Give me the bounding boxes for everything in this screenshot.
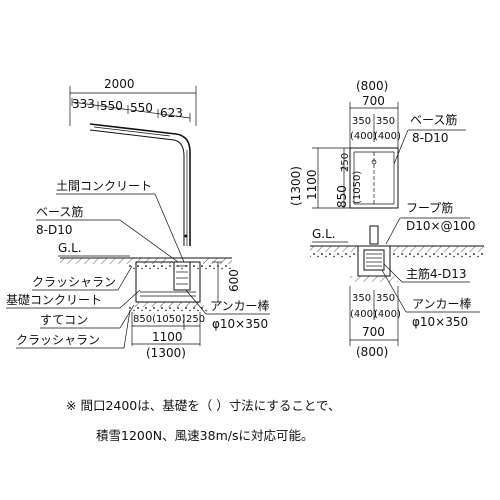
side-dim-seg-4: 623 [160,106,183,120]
front-dim-top-part-alt-2: (400) [374,131,401,142]
front-dim-top-alt: (800) [356,79,388,93]
side-label-top-soil: 土間コンクリート [56,179,152,193]
front-dim-bottom-part-alt-2: (400) [374,309,401,320]
front-dim-bottom-part-alt-1: (400) [350,309,377,320]
front-dim-top-part-alt-1: (400) [350,131,377,142]
note: ※ 間口2400は、基礎を（ ）寸法にすることで、 積雪1200N、風速38m/… [66,398,340,443]
front-dim-bottom-part-1: 350 [352,293,371,304]
front-dim-left-total: 1100 [305,169,319,200]
front-label-anchor: アンカー棒 [412,297,472,311]
side-label-anchor-spec: φ10×350 [212,317,268,331]
side-label-leveling: すてコン [40,313,88,327]
front-dim-left-part-3: 250 [340,153,351,172]
side-dim-total: 2000 [104,77,135,91]
front-label-hoop: フープ筋 [406,200,453,215]
front-dim-bottom-part-2: 350 [376,293,395,304]
note-line-1: ※ 間口2400は、基礎を（ ）寸法にすることで、 [66,398,340,413]
side-view: 2000 333 550 550 623 土間コンクリート [6,77,270,360]
front-dim-left-alt: (1300) [289,166,303,206]
front-label-base-rebar: ベース筋 [410,112,457,127]
front-label-main-rebar: 主筋4-D13 [406,266,466,281]
side-dim-bottom-alt: (1300) [146,346,186,360]
side-dim-seg-1: 333 [72,97,95,111]
front-view: (800) 700 350 350 (400) (400) (1300) 110… [289,79,484,359]
carport-frame [89,123,191,246]
side-dim-bottom-total: 1100 [152,330,183,344]
side-dim-bottom-part-2: 250 [186,314,205,325]
front-post [369,225,379,245]
front-dim-top-total: 700 [362,94,385,108]
side-label-crusher-1: クラッシャラン [32,275,116,289]
front-label-anchor-spec: φ10×350 [412,315,468,329]
side-label-base-rebar: ベース筋 [36,204,83,219]
front-dim-left-part-2: (1050) [352,171,363,204]
side-label-gl: G.L. [58,241,82,255]
front-label-hoop-spec: D10×@100 [406,219,475,233]
front-dim-top-part-2: 350 [376,116,395,127]
side-label-foundation-concrete: 基礎コンクリート [6,293,102,307]
note-line-2: 積雪1200N、風速38m/sに対応可能。 [96,428,313,443]
front-label-gl: G.L. [312,227,336,241]
side-dim-bottom-part-1: 850(1050) [133,314,185,325]
side-label-crusher-2: クラッシャラン [16,333,100,347]
side-dim-seg-2: 550 [100,99,123,113]
side-label-anchor: アンカー棒 [210,299,270,313]
front-dim-left-part-1: 850 [335,185,349,208]
side-label-rebar-spec: 8-D10 [36,223,72,237]
front-base-plan [349,147,399,209]
front-dim-bottom-alt: (800) [356,345,388,359]
front-label-rebar-spec: 8-D10 [412,131,448,145]
front-dim-bottom-total: 700 [362,325,385,339]
side-dim-seg-3: 550 [130,101,153,115]
front-dim-top-part-1: 350 [352,116,371,127]
side-dim-height: 600 [227,269,241,292]
side-dim-segments: 333 550 550 623 [71,97,191,122]
